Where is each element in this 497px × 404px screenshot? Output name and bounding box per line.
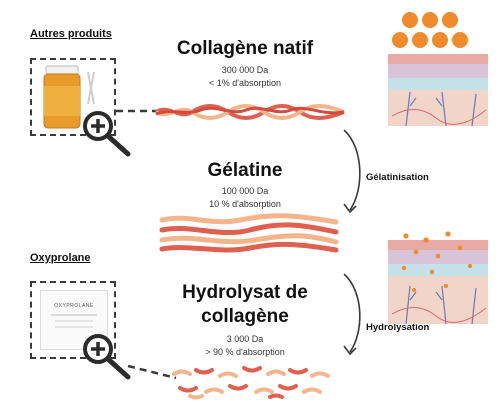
skin-layers-illustration-top <box>388 12 488 127</box>
arrow-hydrolysation <box>343 273 361 356</box>
hydrolysation-label: Hydrolysation <box>366 322 430 333</box>
stage-2-title: Gélatine <box>207 160 283 181</box>
skin-layers-illustration-bottom <box>388 231 488 325</box>
connector-line-top <box>116 109 172 113</box>
stage-1-absorption: < 1% d'absorption <box>208 78 282 88</box>
gelatin-strands <box>159 213 339 253</box>
stage-1-weight: 300 000 Da <box>221 65 269 75</box>
other-products-frame <box>30 58 116 136</box>
stage-3-title-line2: collagène <box>201 306 289 327</box>
native-collagen-fiber <box>154 104 345 120</box>
connector-line-bottom <box>127 364 177 380</box>
stage-2-weight: 100 000 Da <box>221 186 269 196</box>
hydrolysate-fragments <box>172 366 330 400</box>
stage-1-title: Collagène natif <box>176 38 314 59</box>
certificate-title: OXYPROLANE <box>54 303 94 309</box>
oxyprolane-frame <box>30 281 116 359</box>
stage-2-absorption: 10 % d'absorption <box>209 199 281 209</box>
magnifier-icon-2 <box>83 334 131 380</box>
magnifier-icon <box>83 111 131 157</box>
supplement-jar-icon <box>43 65 95 129</box>
arrow-gelatinisation <box>343 129 361 214</box>
gelatinisation-label: Gélatinisation <box>366 172 429 183</box>
stage-3-title-line1: Hydrolysat de <box>182 282 308 303</box>
stage-3-weight: 3 000 Da <box>226 334 264 344</box>
other-products-label: Autres produits <box>30 28 112 40</box>
stage-3-absorption: > 90 % d'absorption <box>205 347 285 357</box>
oxyprolane-label: Oxyprolane <box>30 252 91 264</box>
